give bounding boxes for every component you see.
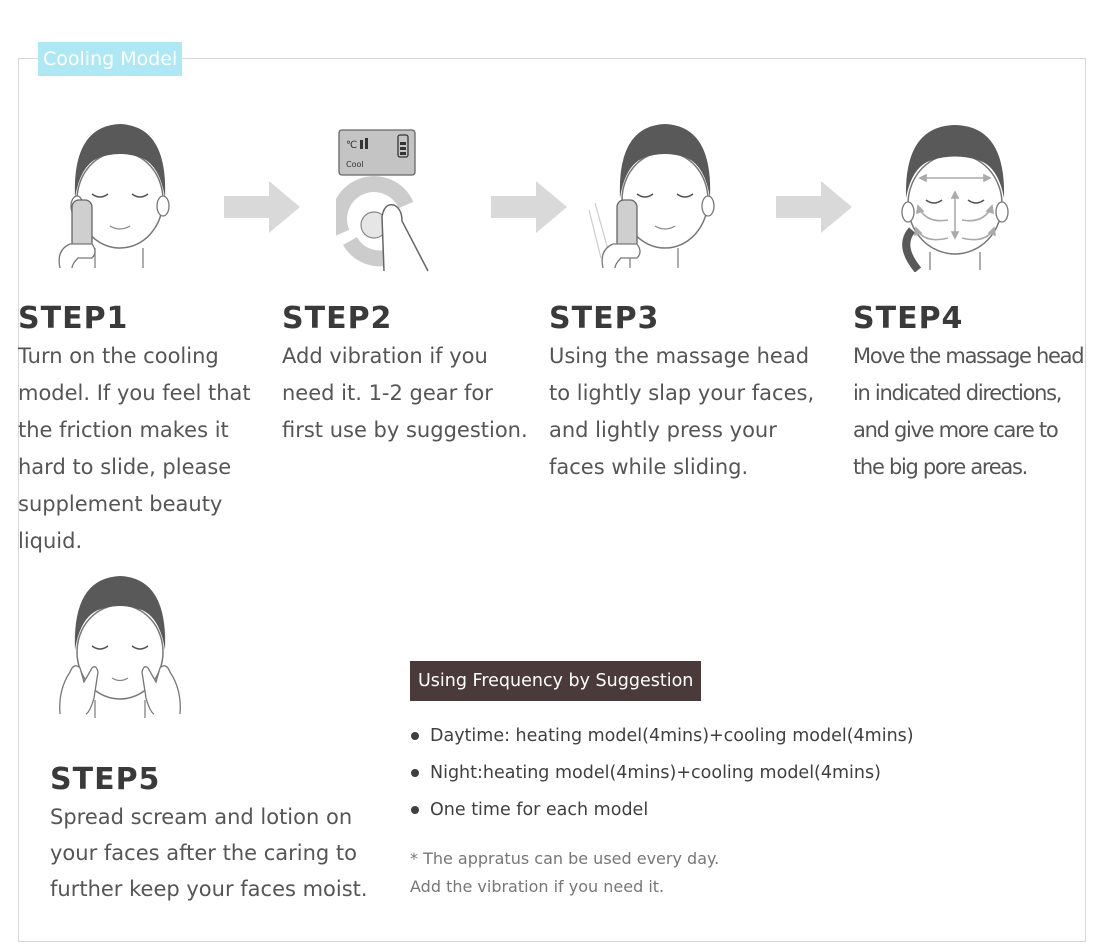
step4-illustration <box>890 120 1020 272</box>
temp-symbol: ℃ <box>346 140 357 151</box>
frequency-item-text: Night:heating model(4mins)+cooling model… <box>430 763 881 783</box>
step-description: Turn on the cooling model. If you feel t… <box>18 344 251 553</box>
bullet-icon <box>411 769 419 777</box>
frequency-heading: Using Frequency by Suggestion <box>410 661 702 701</box>
step2-illustration: ℃ Cool <box>336 125 436 273</box>
step2: STEP2 Add vibration if you need it. 1-2 … <box>282 300 532 449</box>
mode-tag: Cooling Model <box>38 42 183 76</box>
step4: STEP4 Move the massage head in indicated… <box>853 300 1093 486</box>
content-frame <box>18 58 1086 942</box>
step3-illustration <box>585 118 725 273</box>
bullet-icon <box>411 806 419 814</box>
step-description: Spread scream and lotion on your faces a… <box>50 805 368 901</box>
step5-illustration <box>50 572 190 720</box>
step-title: STEP4 <box>853 301 964 336</box>
frequency-list: Daytime: heating model(4mins)+cooling mo… <box>410 718 914 829</box>
right-arrow-icon <box>224 181 300 237</box>
step-title: STEP1 <box>18 301 129 336</box>
frequency-item-text: One time for each model <box>430 800 649 820</box>
right-arrow-icon <box>776 181 852 237</box>
usage-note: * The appratus can be used every day. Ad… <box>410 849 720 896</box>
step-description: Move the massage head in indicated direc… <box>853 344 1085 479</box>
step3: STEP3 Using the massage head to lightly … <box>549 300 839 486</box>
step-description: Add vibration if you need it. 1-2 gear f… <box>282 344 528 442</box>
step1-illustration <box>50 118 190 273</box>
list-item: One time for each model <box>410 792 914 829</box>
right-arrow-icon <box>491 181 567 237</box>
step-title: STEP2 <box>282 301 393 336</box>
bullet-icon <box>411 732 419 740</box>
step-description: Using the massage head to lightly slap y… <box>549 344 815 479</box>
list-item: Night:heating model(4mins)+cooling model… <box>410 755 914 792</box>
step-title: STEP3 <box>549 301 660 336</box>
list-item: Daytime: heating model(4mins)+cooling mo… <box>410 718 914 755</box>
step-title: STEP5 <box>50 762 161 797</box>
frequency-item-text: Daytime: heating model(4mins)+cooling mo… <box>430 726 914 746</box>
step1: STEP1 Turn on the cooling model. If you … <box>18 300 268 560</box>
step5: STEP5 Spread scream and lotion on your f… <box>50 761 405 907</box>
mode-display: Cool <box>346 160 364 169</box>
